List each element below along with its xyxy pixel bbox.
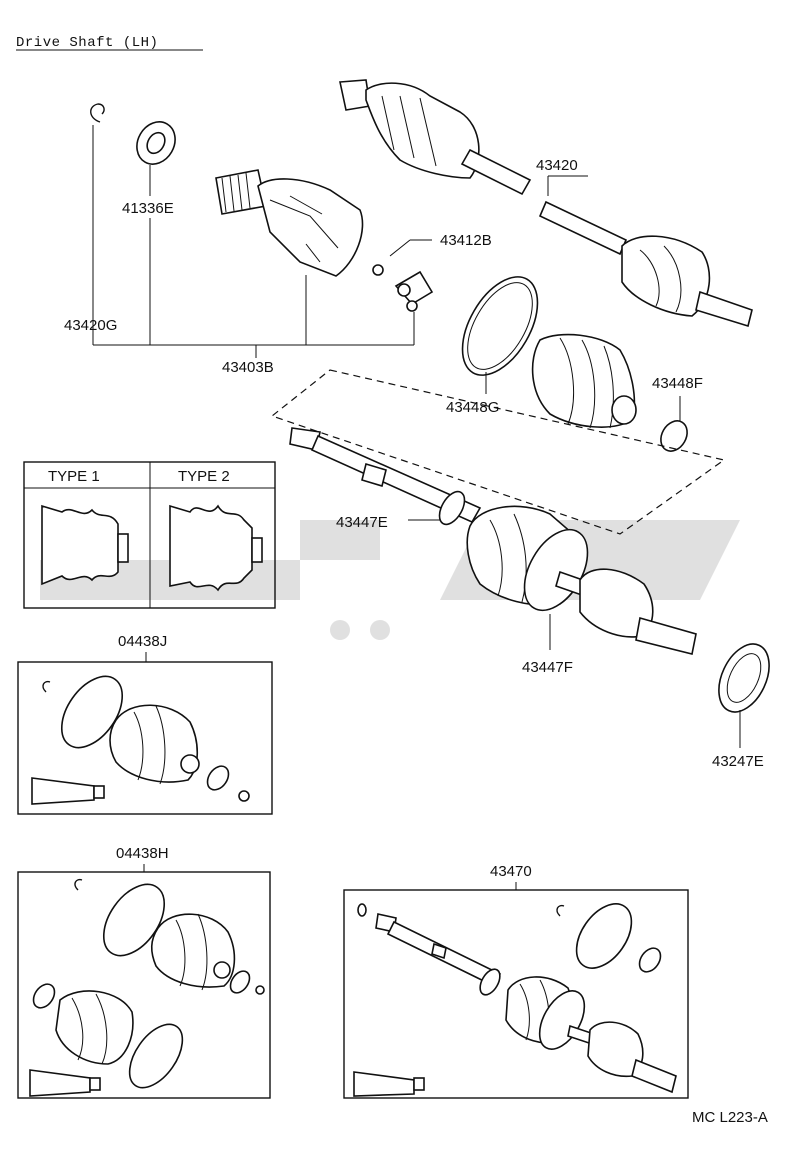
part-label-43420[interactable]: 43420 — [536, 157, 578, 174]
boot-clamp-43448G-icon — [461, 276, 539, 376]
part-label-43412B[interactable]: 43412B — [440, 232, 492, 249]
dashed-group-outline — [270, 369, 726, 535]
part-label-43403B[interactable]: 43403B — [222, 359, 274, 376]
oil-seal-43247E-icon — [718, 643, 770, 713]
drive-shaft-assembly-icon — [339, 79, 753, 328]
kit-04438J-parts-icon — [31, 675, 250, 805]
axle-shaft-assembly-icon — [289, 427, 697, 655]
assy-43470-parts-icon — [353, 903, 677, 1097]
assy-label-43470[interactable]: 43470 — [490, 863, 532, 880]
type-1-header: TYPE 1 — [48, 468, 100, 485]
inboard-joint-icon — [215, 169, 364, 277]
tripod-joint-icon — [372, 264, 434, 312]
part-label-43448G[interactable]: 43448G — [446, 399, 499, 416]
snap-ring-icon — [90, 103, 105, 123]
outboard-boot-icon — [531, 333, 637, 429]
kit-label-04438J[interactable]: 04438J — [118, 633, 167, 650]
boot-clamp-43448F-icon — [660, 420, 688, 452]
part-label-43447F[interactable]: 43447F — [522, 659, 573, 676]
assy-box-43470 — [343, 889, 689, 1099]
boot-type-1-icon — [41, 504, 119, 586]
kit-box-04438H — [17, 871, 271, 1099]
leader-line — [389, 239, 411, 257]
page-title: Drive Shaft (LH) — [16, 35, 158, 51]
boot-type-2-icon — [169, 504, 253, 592]
boot-type-2-end-icon — [251, 537, 263, 563]
kit-04438H-parts-icon — [29, 878, 265, 1097]
part-label-43420G[interactable]: 43420G — [64, 317, 117, 334]
part-label-43247E[interactable]: 43247E — [712, 753, 764, 770]
part-label-41336E[interactable]: 41336E — [122, 200, 174, 217]
kit-label-04438H[interactable]: 04438H — [116, 845, 169, 862]
part-label-43448F[interactable]: 43448F — [652, 375, 703, 392]
kit-box-04438J — [17, 661, 273, 815]
diagram-code: MC L223-A — [692, 1109, 768, 1126]
boot-type-1-end-icon — [117, 533, 129, 563]
part-label-43447E[interactable]: 43447E — [336, 514, 388, 531]
dust-seal-41336E-icon — [136, 121, 176, 165]
type-2-header: TYPE 2 — [178, 468, 230, 485]
